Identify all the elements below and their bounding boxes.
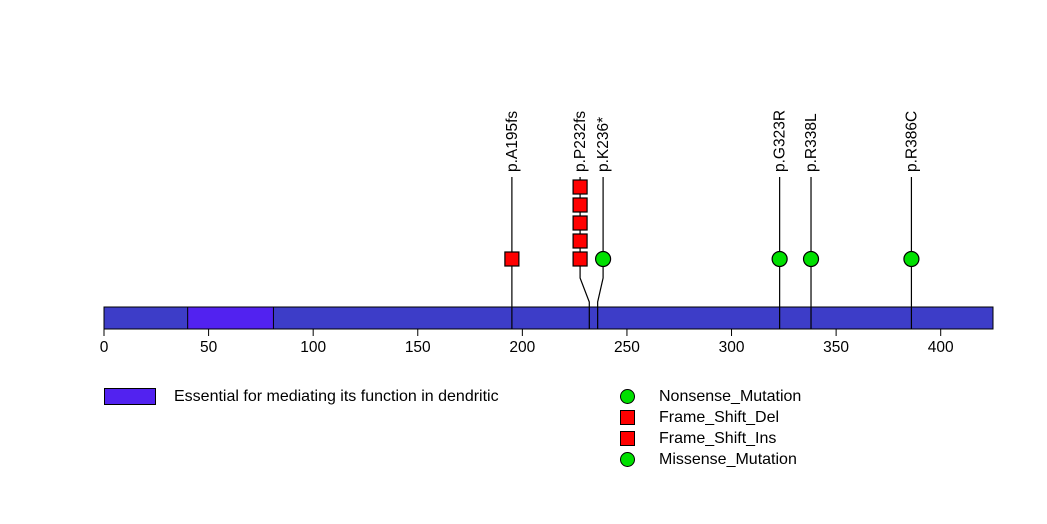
axis-tick-label: 350 xyxy=(823,339,849,356)
mutation-marker-square xyxy=(572,251,588,267)
axis-tick-label: 0 xyxy=(100,339,109,356)
domain-legend: Essential for mediating its function in … xyxy=(104,386,499,407)
mutation-marker-circle xyxy=(594,250,612,268)
mutation-label: p.R386C xyxy=(903,111,920,172)
mutation-marker-square xyxy=(572,215,588,231)
mutation-marker-circle xyxy=(802,250,820,268)
mutation-legend-label: Frame_Shift_Ins xyxy=(659,429,777,447)
legend-circle-icon xyxy=(620,389,635,404)
axis-tick-label: 100 xyxy=(300,339,326,356)
legend-circle-icon xyxy=(620,452,635,467)
mutation-label: p.A195fs xyxy=(504,111,521,172)
mutation-legend-row: Missense_Mutation xyxy=(620,449,801,470)
mutation-label: p.P232fs xyxy=(572,111,589,172)
plot-canvas: 0 50 100 150 200 250 300 350 400 p.A195fs p.P232fs… xyxy=(100,110,994,356)
domain-legend-label: Essential for mediating its function in … xyxy=(174,387,499,405)
axis-tick-label: 200 xyxy=(509,339,535,356)
lollipop-stem xyxy=(597,177,604,329)
legend-square-icon xyxy=(620,410,635,425)
mutation-marker-circle xyxy=(903,250,920,268)
axis-tick-label: 300 xyxy=(719,339,745,356)
mutation-marker-square xyxy=(572,179,588,195)
axis-tick-label: 250 xyxy=(614,339,640,356)
mutation-label: p.G323R xyxy=(772,110,789,172)
protein-backbone-bar xyxy=(103,306,994,330)
mutation-label: p.R338L xyxy=(803,113,820,172)
axis-tick-label: 400 xyxy=(928,339,954,356)
legend-square-icon xyxy=(620,431,635,446)
domain-legend-swatch xyxy=(104,388,156,405)
protein-domain xyxy=(187,306,274,330)
axis-tick-label: 50 xyxy=(200,339,218,356)
mutation-legend-label: Missense_Mutation xyxy=(659,450,797,468)
mutation-marker-square xyxy=(572,197,588,213)
mutation-marker-square xyxy=(504,251,520,267)
mutation-legend-label: Frame_Shift_Del xyxy=(659,408,780,426)
mutation-legend-row: Frame_Shift_Del xyxy=(620,407,801,428)
mutation-legend-row: Nonsense_Mutation xyxy=(620,386,801,407)
mutation-marker-circle xyxy=(771,250,788,268)
mutation-marker-square xyxy=(572,233,588,249)
mutation-label: p.K236* xyxy=(595,117,612,172)
axis-tick-label: 150 xyxy=(405,339,431,356)
mutation-legend-label: Nonsense_Mutation xyxy=(659,387,802,405)
mutation-legend-row: Frame_Shift_Ins xyxy=(620,428,801,449)
